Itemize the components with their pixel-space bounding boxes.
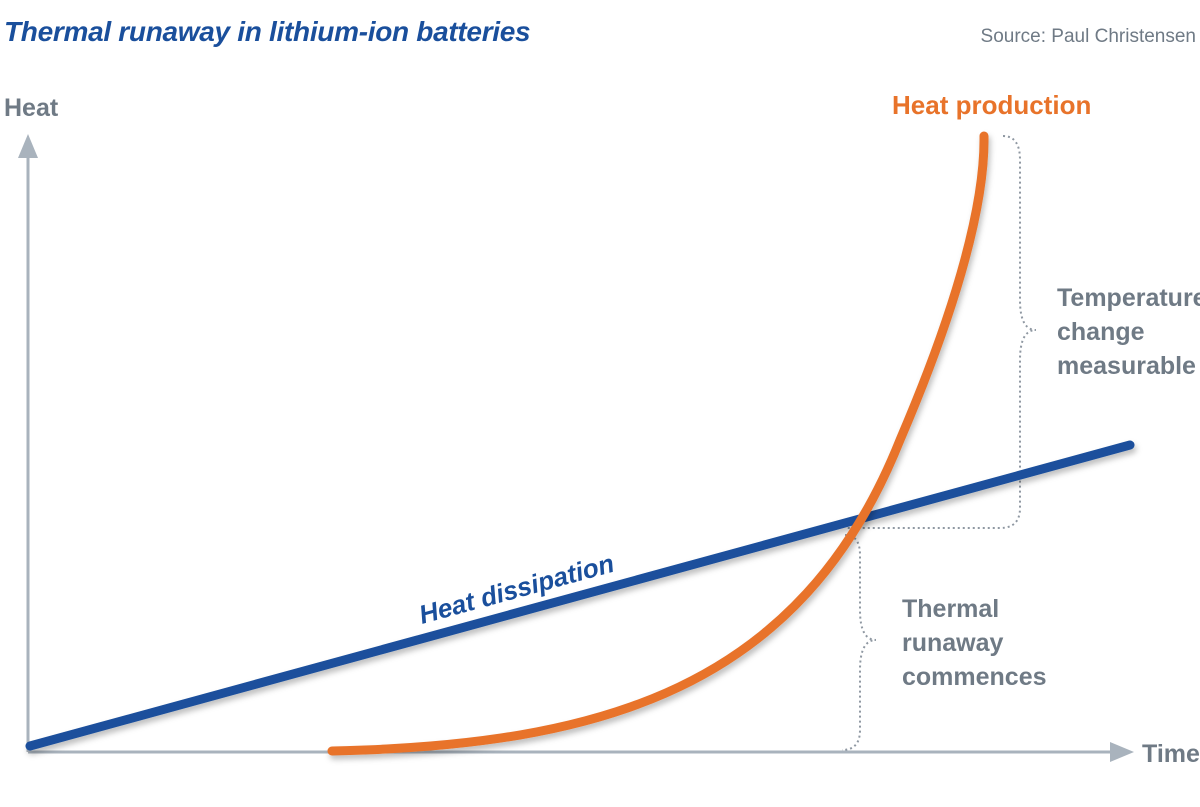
x-axis-arrowhead bbox=[1110, 742, 1134, 762]
source-credit: Source: Paul Christensen bbox=[980, 26, 1196, 47]
y-axis-label: Heat bbox=[4, 94, 59, 122]
annotation-line: commences bbox=[902, 663, 1047, 691]
annotation-line: measurable bbox=[1057, 352, 1196, 380]
heat-production-curve bbox=[327, 131, 989, 756]
lower-bracket bbox=[841, 534, 877, 751]
upper-bracket bbox=[845, 135, 1037, 529]
annotation-line: Temperature bbox=[1057, 284, 1200, 312]
thermal-runaway-annotation: Thermal runaway commences bbox=[902, 595, 1047, 691]
chart-title: Thermal runaway in lithium-ion batteries bbox=[4, 16, 531, 47]
x-axis-label: Time bbox=[1142, 740, 1200, 768]
temperature-change-annotation: Temperature change measurable bbox=[1057, 284, 1200, 380]
heat-dissipation-line bbox=[25, 440, 1135, 751]
annotation-line: Thermal bbox=[902, 595, 999, 623]
heat-production-label: Heat production bbox=[892, 90, 1091, 120]
y-axis-arrowhead bbox=[18, 134, 38, 158]
annotation-line: runaway bbox=[902, 629, 1004, 657]
annotation-line: change bbox=[1057, 318, 1145, 346]
